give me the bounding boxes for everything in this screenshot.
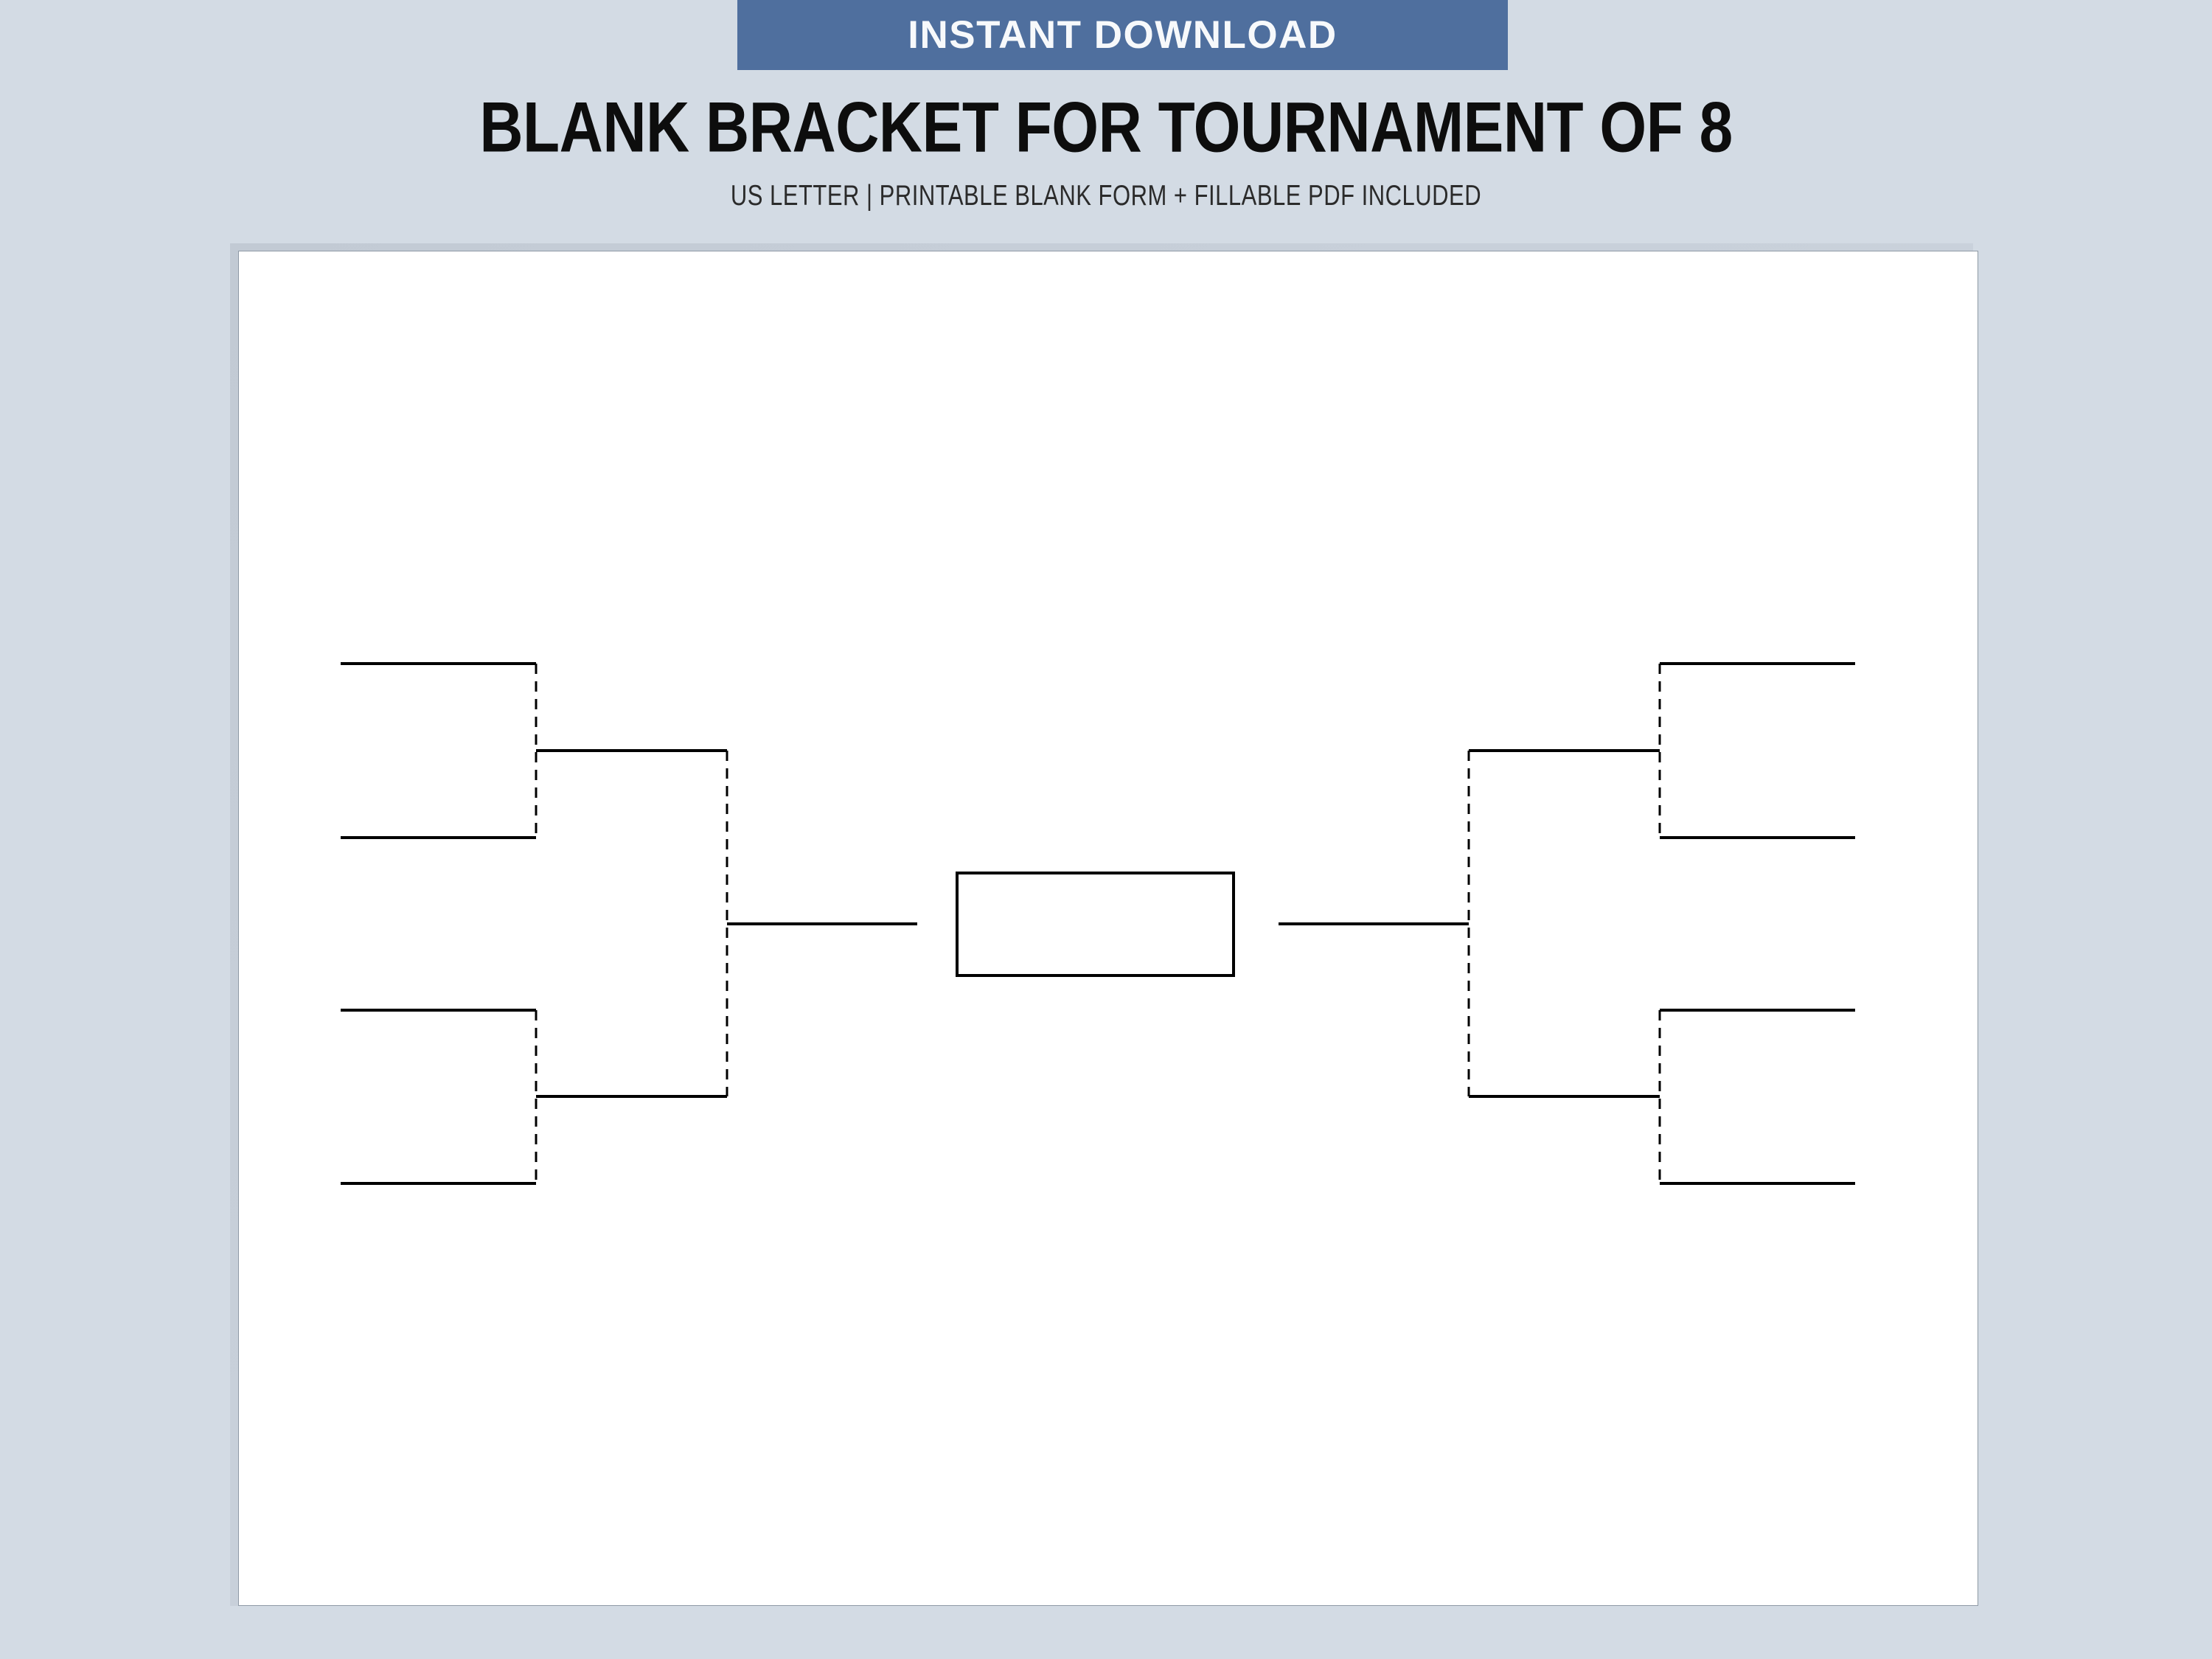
tournament-bracket-diagram [341, 662, 1855, 1185]
champion-box[interactable] [956, 872, 1235, 977]
page-title: BLANK BRACKET FOR TOURNAMENT OF 8 [479, 88, 1733, 167]
header-area: INSTANT DOWNLOAD BLANK BRACKET FOR TOURN… [0, 0, 2212, 229]
printable-sheet [238, 251, 1978, 1606]
bracket-line-group [341, 662, 1855, 1185]
instant-download-label: INSTANT DOWNLOAD [908, 13, 1338, 57]
instant-download-badge: INSTANT DOWNLOAD [737, 0, 1508, 70]
page-subtitle: US LETTER | PRINTABLE BLANK FORM + FILLA… [730, 179, 1482, 212]
